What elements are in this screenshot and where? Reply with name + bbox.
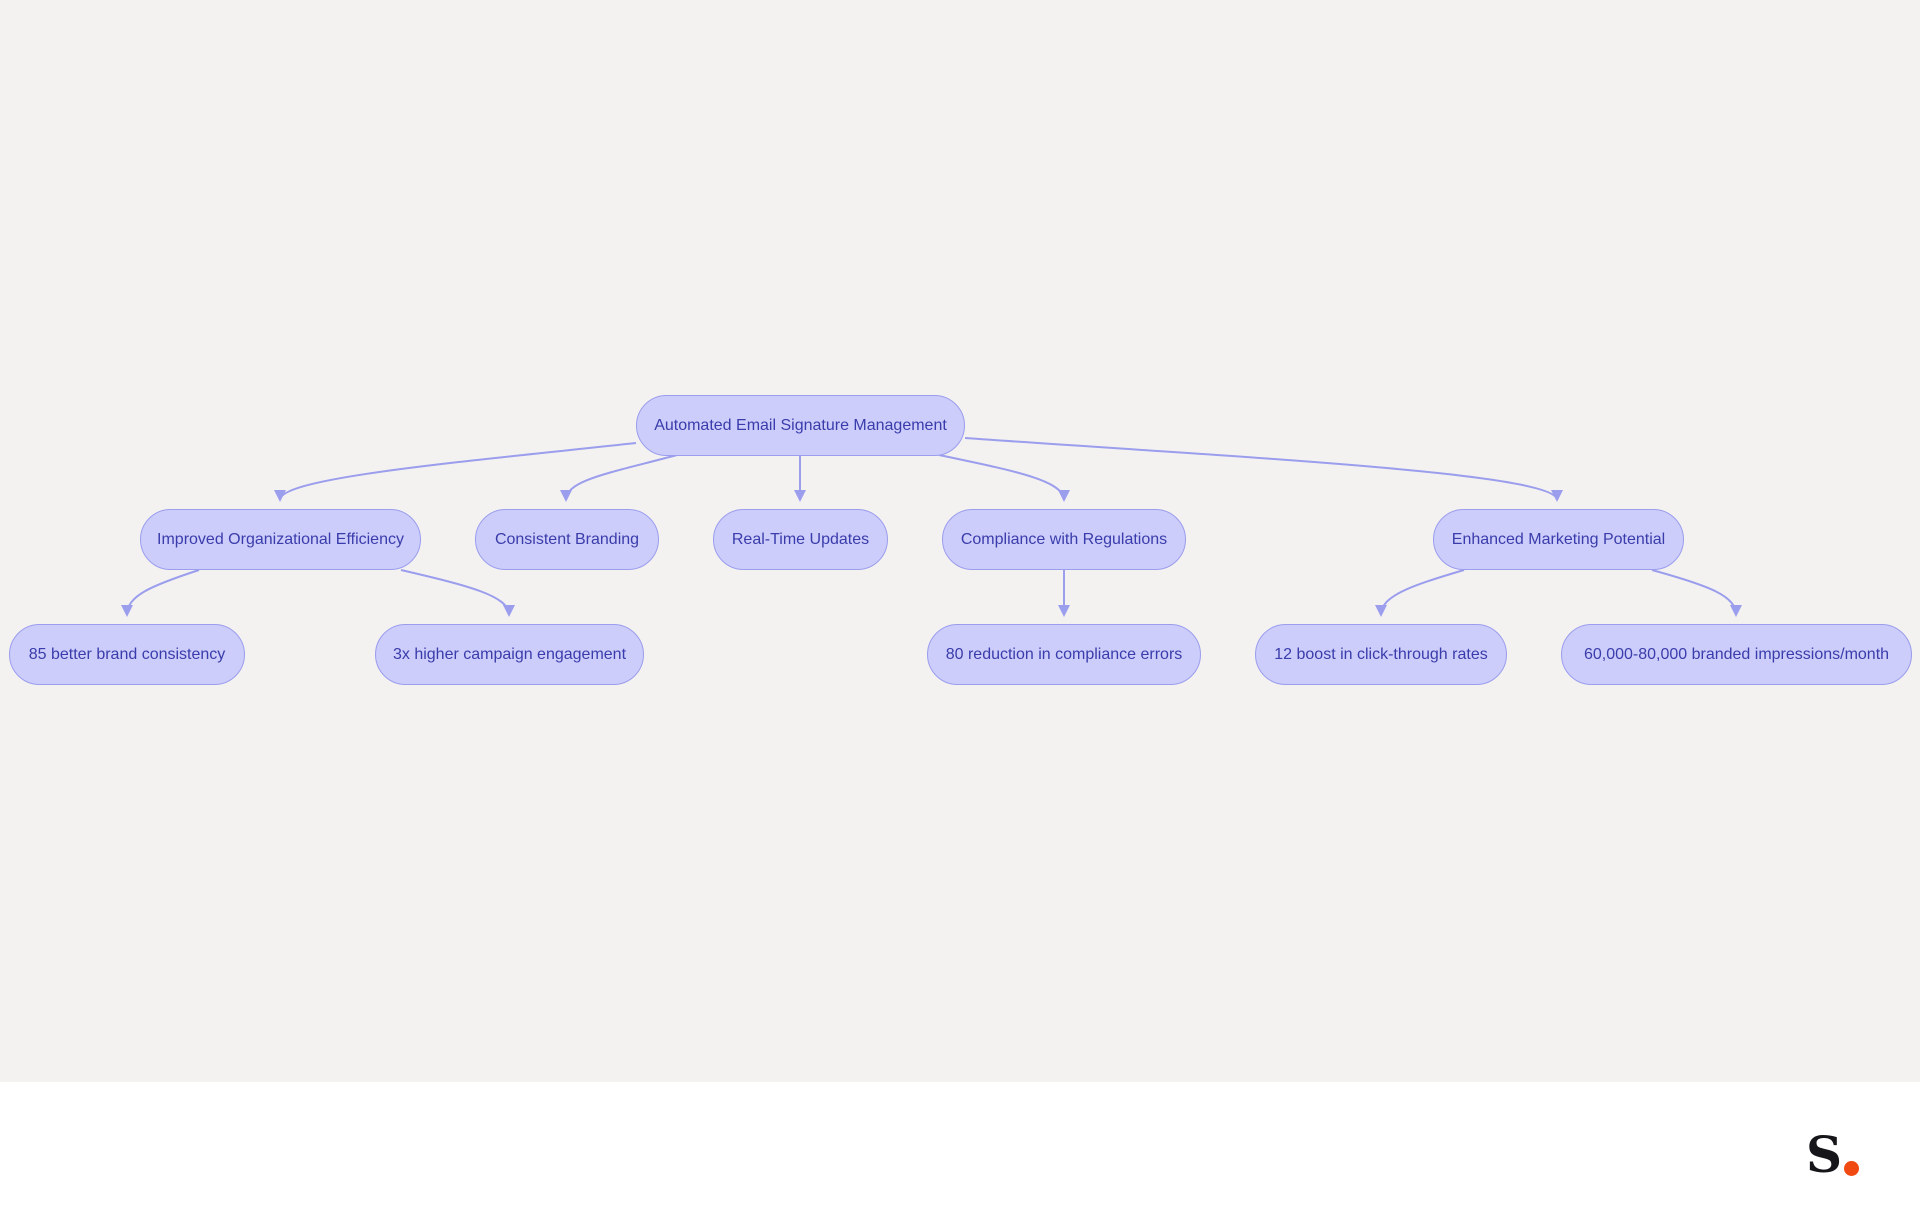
edge-root-to-compliance xyxy=(938,454,1070,502)
node-compliance-errors: 80 reduction in compliance errors xyxy=(927,624,1201,685)
node-compliance: Compliance with Regulations xyxy=(942,509,1186,570)
node-consistent-branding: Consistent Branding xyxy=(475,509,659,570)
edge-root-to-marketing xyxy=(964,437,1563,502)
node-improved-efficiency: Improved Organizational Efficiency xyxy=(140,509,421,570)
edge-marketing-to-impressions xyxy=(1651,569,1742,617)
footer xyxy=(0,1082,1920,1215)
edge-root-to-branding xyxy=(560,454,678,502)
diagram-edges xyxy=(121,437,1742,617)
node-marketing-potential: Enhanced Marketing Potential xyxy=(1433,509,1684,570)
node-campaign-engagement: 3x higher campaign engagement xyxy=(375,624,644,685)
edge-efficiency-to-consistency xyxy=(121,569,200,617)
logo-dot-icon xyxy=(1844,1161,1860,1176)
node-branded-impressions: 60,000-80,000 branded impressions/month xyxy=(1561,624,1912,685)
edge-efficiency-to-engagement xyxy=(400,569,515,617)
brand-logo: S xyxy=(1806,1125,1860,1184)
node-brand-consistency: 85 better brand consistency xyxy=(9,624,245,685)
edge-root-to-efficiency xyxy=(274,442,637,502)
edge-marketing-to-ctr xyxy=(1375,569,1465,617)
diagram-canvas: Automated Email Signature Management Imp… xyxy=(0,0,1920,1082)
logo-letter: S xyxy=(1806,1125,1843,1184)
node-real-time-updates: Real-Time Updates xyxy=(713,509,888,570)
node-click-through: 12 boost in click-through rates xyxy=(1255,624,1507,685)
root-node: Automated Email Signature Management xyxy=(636,395,965,456)
